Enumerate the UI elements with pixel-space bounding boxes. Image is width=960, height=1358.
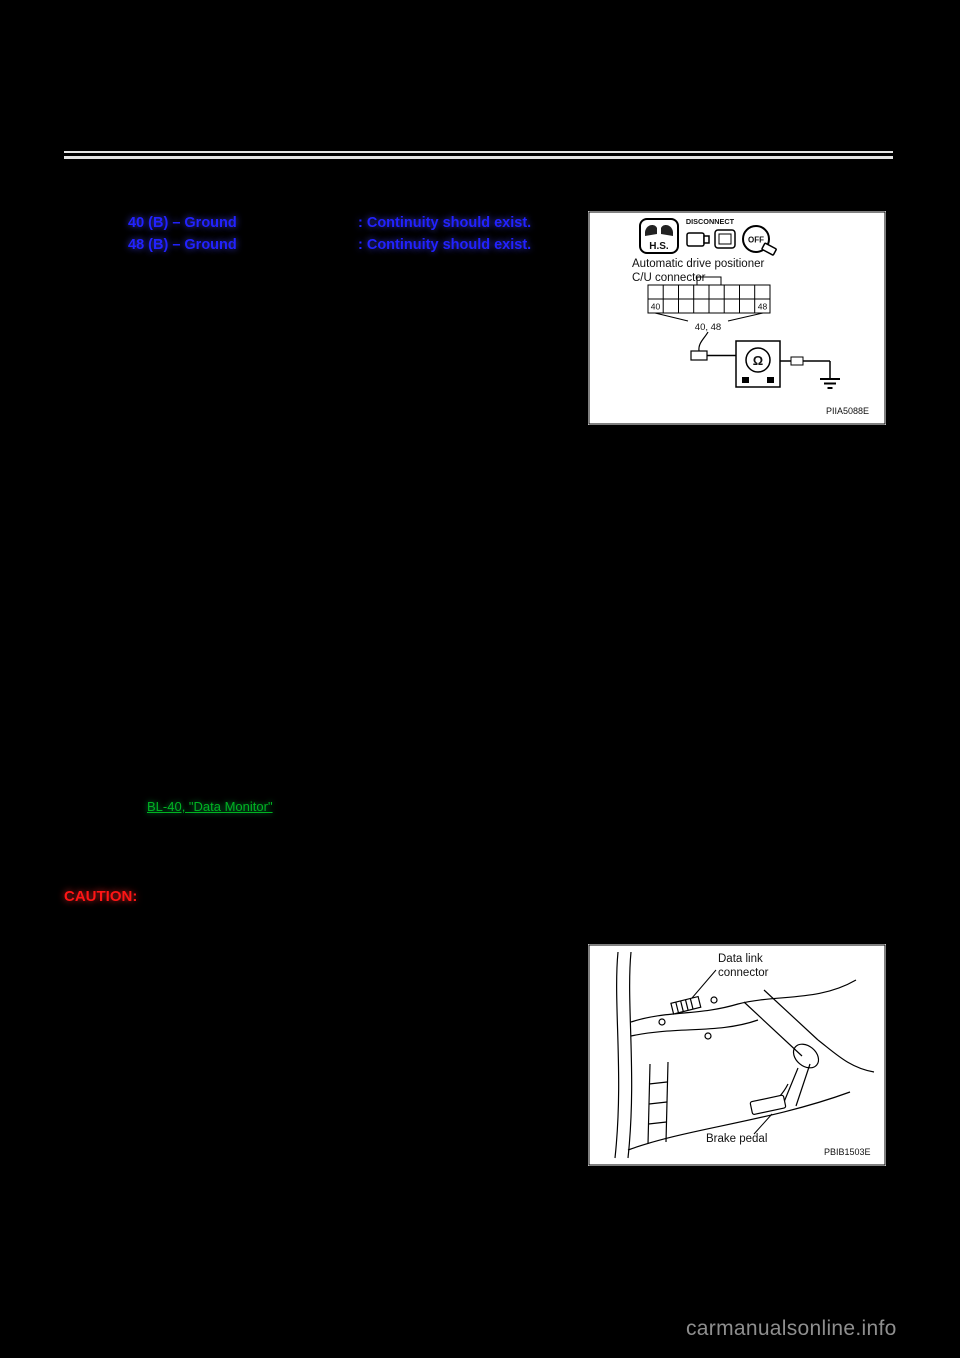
figure-caption-line1: Automatic drive positioner bbox=[632, 258, 764, 270]
header-rule bbox=[64, 151, 893, 159]
dlc-label-line2: connector bbox=[718, 967, 769, 979]
hs-icon: H.S. bbox=[639, 218, 679, 254]
terminal-pair: 48 (B) – Ground bbox=[128, 237, 237, 253]
header-rule-thick bbox=[64, 156, 893, 159]
caution-label: CAUTION: bbox=[64, 888, 138, 905]
ohmmeter-icon: Ω bbox=[735, 340, 781, 388]
dlc-connector-art bbox=[670, 995, 702, 1015]
header-rule-thin bbox=[64, 151, 893, 153]
continuity-diagram: H.S. DISCONNECT OFF Automatic drive posi… bbox=[588, 211, 886, 425]
figure-code-2: PBIB1503E bbox=[824, 1147, 871, 1157]
continuity-result: : Continuity should exist. bbox=[358, 215, 532, 231]
continuity-check-row: 48 (B) – Ground : Continuity should exis… bbox=[128, 237, 531, 253]
terminal-pair: 40 (B) – Ground bbox=[128, 215, 237, 231]
data-monitor-link[interactable]: BL-40, "Data Monitor" bbox=[147, 799, 273, 814]
pin-label-48: 48 bbox=[758, 302, 768, 312]
svg-text:Ω: Ω bbox=[753, 353, 763, 368]
continuity-result: : Continuity should exist. bbox=[358, 237, 532, 253]
probe-plug bbox=[690, 350, 708, 361]
off-key-icon: OFF bbox=[742, 225, 777, 256]
svg-text:H.S.: H.S. bbox=[649, 241, 669, 252]
brake-pedal-label: Brake pedal bbox=[706, 1133, 767, 1145]
footwell-diagram: Data link connector Brake pedal PBIB1503… bbox=[588, 944, 886, 1166]
figure-continuity-check: H.S. DISCONNECT OFF Automatic drive posi… bbox=[588, 211, 886, 425]
pin-label-40: 40 bbox=[651, 302, 661, 312]
dlc-label-line1: Data link bbox=[718, 953, 763, 965]
figure-caption-line2: C/U connector bbox=[632, 272, 706, 284]
figure-data-link-connector: Data link connector Brake pedal PBIB1503… bbox=[588, 944, 886, 1166]
pins-callout: 40, 48 bbox=[695, 322, 721, 333]
continuity-check-row: 40 (B) – Ground : Continuity should exis… bbox=[128, 215, 531, 231]
figure-code: PIIA5088E bbox=[826, 406, 869, 416]
svg-text:DISCONNECT: DISCONNECT bbox=[686, 217, 735, 226]
connector-grid bbox=[647, 276, 771, 314]
ground-icon bbox=[780, 356, 840, 389]
watermark: carmanualsonline.info bbox=[686, 1317, 897, 1340]
svg-text:OFF: OFF bbox=[748, 236, 764, 245]
disconnect-icon: DISCONNECT bbox=[686, 217, 736, 249]
footwell-line-art bbox=[614, 951, 875, 1159]
brake-pedal-pad-art bbox=[749, 1094, 787, 1115]
